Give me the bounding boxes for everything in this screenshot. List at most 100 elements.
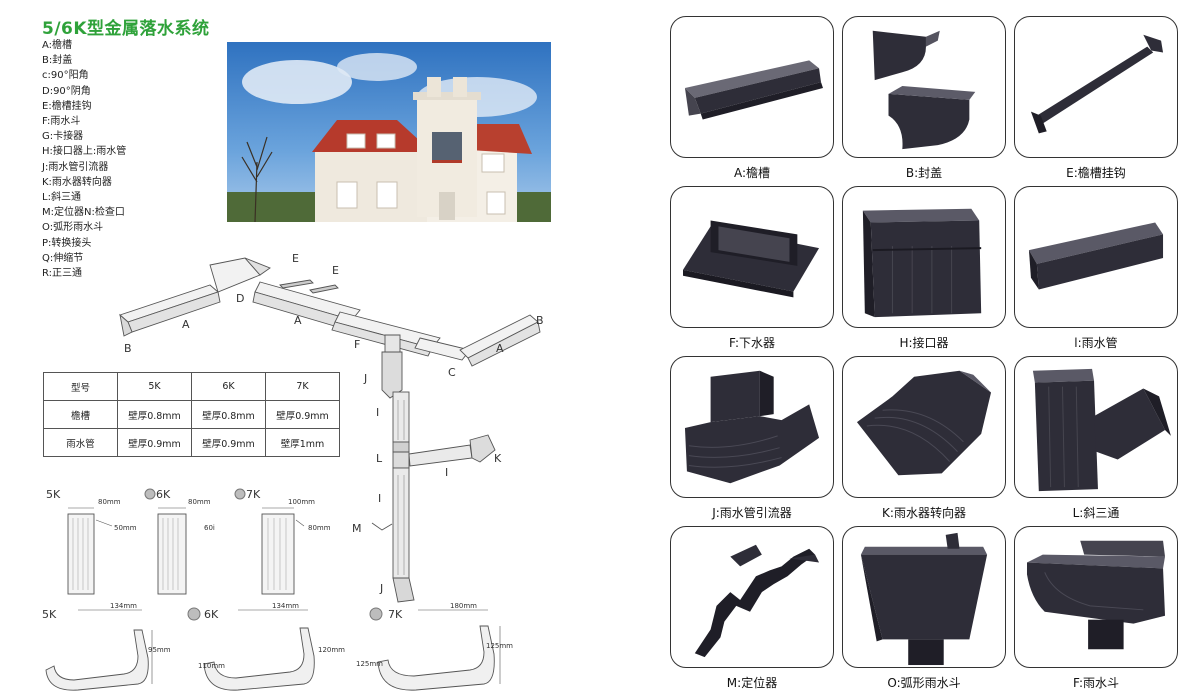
table-cell: 5K — [117, 372, 192, 401]
connector-icon — [862, 208, 982, 318]
gutter-size-label: 7K — [388, 608, 403, 621]
product-card — [670, 186, 834, 328]
outlet-icon — [682, 220, 820, 298]
spec-table: 型号 5K 6K 7K 檐槽 壁厚0.8mm 壁厚0.8mm 壁厚0.9mm 雨… — [43, 372, 340, 457]
legend-item: B:封盖 — [42, 55, 73, 67]
legend-item: J:雨水管引流器 — [42, 161, 109, 173]
pipe-depth: 80mm — [308, 524, 331, 532]
product-caption: E:檐槽挂钩 — [1066, 166, 1126, 180]
product-caption: l:雨水管 — [1074, 336, 1118, 350]
product-card — [1014, 16, 1178, 158]
diagram-label: C — [448, 366, 456, 379]
product-card — [842, 16, 1006, 158]
table-row: 雨水管 壁厚0.9mm 壁厚0.9mm 壁厚1mm — [43, 428, 340, 457]
pipe-profile-6k: 6K 80mm 60i — [144, 488, 215, 595]
diagram-label: D — [236, 292, 244, 305]
downpipe-icon — [1028, 222, 1164, 290]
legend-item: M:定位器N:检查口 — [42, 207, 125, 219]
legend-item: H:接口器上:雨水管 — [42, 146, 127, 158]
diagram-label: B — [124, 342, 132, 355]
diagram-label: F — [354, 338, 360, 351]
product-caption: F:雨水斗 — [1072, 676, 1119, 690]
gutter-width: 134mm — [272, 602, 299, 610]
pipe-profile-7k: 7K 100mm 80mm — [234, 488, 331, 595]
product-caption: F:下水器 — [728, 336, 775, 350]
gutter-height-right: 120mm — [318, 646, 345, 654]
product-card — [842, 186, 1006, 328]
gutter-profile-5k: 5K 134mm 95mm — [42, 602, 171, 691]
legend-item: F:雨水斗 — [42, 116, 81, 128]
gutter-size-label: 5K — [42, 608, 57, 621]
product-card — [1014, 186, 1178, 328]
elbow-icon — [684, 370, 820, 484]
diagram-label: A — [294, 314, 302, 327]
table-cell: 壁厚0.9mm — [191, 428, 266, 457]
pipe-width: 100mm — [288, 498, 315, 506]
diagram-label: A — [496, 342, 504, 355]
diagram-label: L — [376, 452, 383, 465]
gutter-outlet-icon — [1026, 540, 1166, 650]
gutter-size-label: 6K — [204, 608, 219, 621]
gutter-width: 134mm — [110, 602, 137, 610]
diagram-label: I — [376, 406, 379, 419]
legend-item: D:90°阴角 — [42, 85, 91, 97]
gutter-height-left: 110mm — [198, 662, 225, 670]
gutter-profile-7k: 7K 180mm 125mm 125mm — [356, 602, 513, 691]
pipe-size-label: 5K — [46, 488, 61, 501]
parts-legend: A:檐槽 B:封盖 c:90°阳角 D:90°阴角 E:檐槽挂钩 F:雨水斗 G… — [42, 38, 126, 281]
table-cell: 壁厚1mm — [265, 428, 340, 457]
gutter-height-left: 125mm — [356, 660, 383, 668]
legend-item: P:转换接头 — [42, 237, 92, 249]
pipe-width: 80mm — [188, 498, 211, 506]
legend-item: A:檐槽 — [42, 40, 73, 51]
gutter-profile-6k: 6K 134mm 120mm 110mm — [187, 602, 345, 691]
gutter-profiles: 5K 134mm 95mm 6K 134mm 120mm 110mm 7K — [38, 600, 528, 696]
table-cell: 檐槽 — [43, 400, 118, 429]
downpipe-profiles: 5K 80mm 50mm 6K 80mm 60i 7K — [42, 486, 352, 598]
product-card — [842, 526, 1006, 668]
end-cap-icon — [872, 30, 976, 150]
legend-item: Q:伸缩节 — [42, 252, 84, 264]
product-card — [670, 526, 834, 668]
bracket-icon — [694, 544, 820, 658]
page-title: 5/6K型金属落水系统 — [42, 19, 210, 39]
product-grid: A:檐槽 B:封盖 E:檐槽挂钩 F:下水器 — [668, 16, 1188, 696]
product-caption: J:雨水管引流器 — [712, 506, 792, 520]
product-card — [1014, 356, 1178, 498]
catalog-left-page: 5/6K型金属落水系统 A:檐槽 B:封盖 c:90°阳角 D:90°阴角 E:… — [38, 19, 551, 696]
legend-item: K:雨水器转向器 — [42, 176, 112, 188]
gutter-width: 180mm — [450, 602, 477, 610]
table-cell: 壁厚0.9mm — [265, 400, 340, 429]
product-caption: M:定位器 — [726, 676, 778, 690]
product-caption: L:斜三通 — [1072, 506, 1120, 520]
pipe-size-label: 7K — [246, 488, 261, 501]
legend-item: E:檐槽挂钩 — [42, 100, 92, 112]
diagram-label: J — [363, 372, 367, 385]
legend-item: L:斜三通 — [42, 192, 81, 204]
diagram-label: M — [352, 522, 362, 535]
pipe-depth: 60i — [204, 524, 215, 532]
product-caption: K:雨水器转向器 — [882, 506, 966, 520]
diagram-label: I — [445, 466, 448, 479]
pipe-profile-5k: 5K 80mm 50mm — [46, 488, 137, 595]
product-card — [842, 356, 1006, 498]
diagram-label: K — [494, 452, 502, 465]
legend-item: G:卡接器 — [42, 131, 84, 143]
hopper-icon — [860, 532, 988, 666]
table-cell: 型号 — [43, 372, 118, 401]
pipe-width: 80mm — [98, 498, 121, 506]
gutter-height-right: 125mm — [486, 642, 513, 650]
product-card — [1014, 526, 1178, 668]
house-photo — [227, 42, 551, 222]
diagram-label: B — [536, 314, 544, 327]
table-cell: 7K — [265, 372, 340, 401]
branch-tee-icon — [1032, 368, 1171, 492]
diagram-label: E — [292, 252, 299, 265]
legend-item: O:弧形雨水斗 — [42, 222, 104, 234]
offset-elbow-icon — [856, 370, 992, 476]
diagram-label: J — [379, 582, 383, 595]
table-cell: 6K — [191, 372, 266, 401]
gutter-height-right: 95mm — [148, 646, 171, 654]
pipe-size-label: 6K — [156, 488, 171, 501]
product-caption: H:接口器 — [899, 336, 949, 350]
